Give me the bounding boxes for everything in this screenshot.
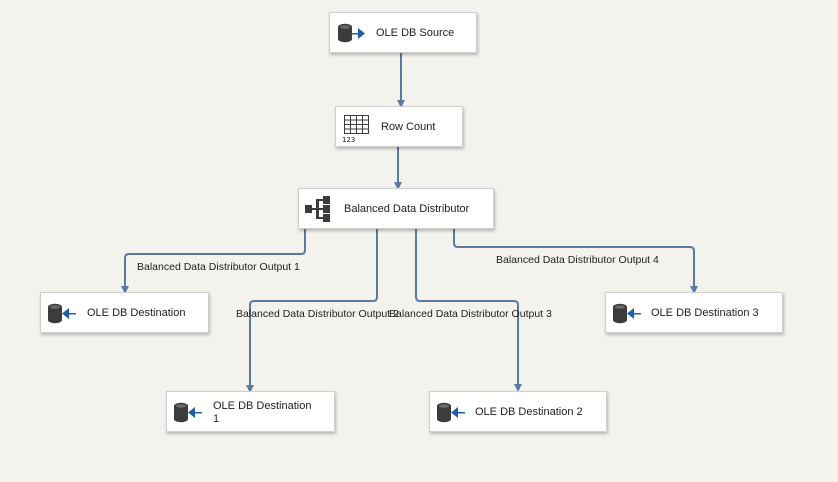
path-label-output-1[interactable]: Balanced Data Distributor Output 1 [137, 261, 300, 273]
component-label: OLE DB Source [376, 27, 455, 39]
ole-db-destination-icon [172, 401, 204, 428]
component-label: Balanced Data Distributor [344, 203, 470, 215]
ole-db-destination-icon [435, 401, 467, 428]
path-label-output-2[interactable]: Balanced Data Distributor Output 2 [236, 308, 399, 320]
path-output-3[interactable] [415, 229, 522, 392]
path-output-2[interactable] [246, 229, 378, 393]
ole-db-destination-icon [46, 302, 78, 329]
ole-db-destination-component[interactable]: OLE DB Destination [40, 292, 209, 333]
row-count-component[interactable]: 123 Row Count [335, 106, 463, 147]
path-output-4[interactable] [453, 229, 698, 294]
ole-db-destination-icon [611, 302, 643, 329]
path-label-output-4[interactable]: Balanced Data Distributor Output 4 [496, 254, 659, 266]
path-output-1[interactable] [121, 229, 306, 294]
ole-db-destination-2-component[interactable]: OLE DB Destination 2 [429, 391, 607, 432]
path-label-output-3[interactable]: Balanced Data Distributor Output 3 [389, 308, 552, 320]
row-count-icon: 123 [341, 113, 371, 146]
component-label: Row Count [381, 121, 436, 133]
component-label: OLE DB Destination 2 [475, 406, 583, 418]
ole-db-source-icon [336, 22, 366, 47]
distributor-icon [304, 196, 334, 225]
row-count-icon-text: 123 [342, 136, 355, 143]
balanced-data-distributor-component[interactable]: Balanced Data Distributor [298, 188, 494, 229]
ole-db-source-component[interactable]: OLE DB Source [329, 12, 477, 53]
ole-db-destination-3-component[interactable]: OLE DB Destination 3 [605, 292, 783, 333]
component-label: OLE DB Destination [87, 307, 186, 319]
ole-db-destination-1-component[interactable]: OLE DB Destination 1 [166, 391, 335, 432]
component-label: OLE DB Destination 1 [213, 400, 312, 425]
component-label: OLE DB Destination 3 [651, 307, 759, 319]
